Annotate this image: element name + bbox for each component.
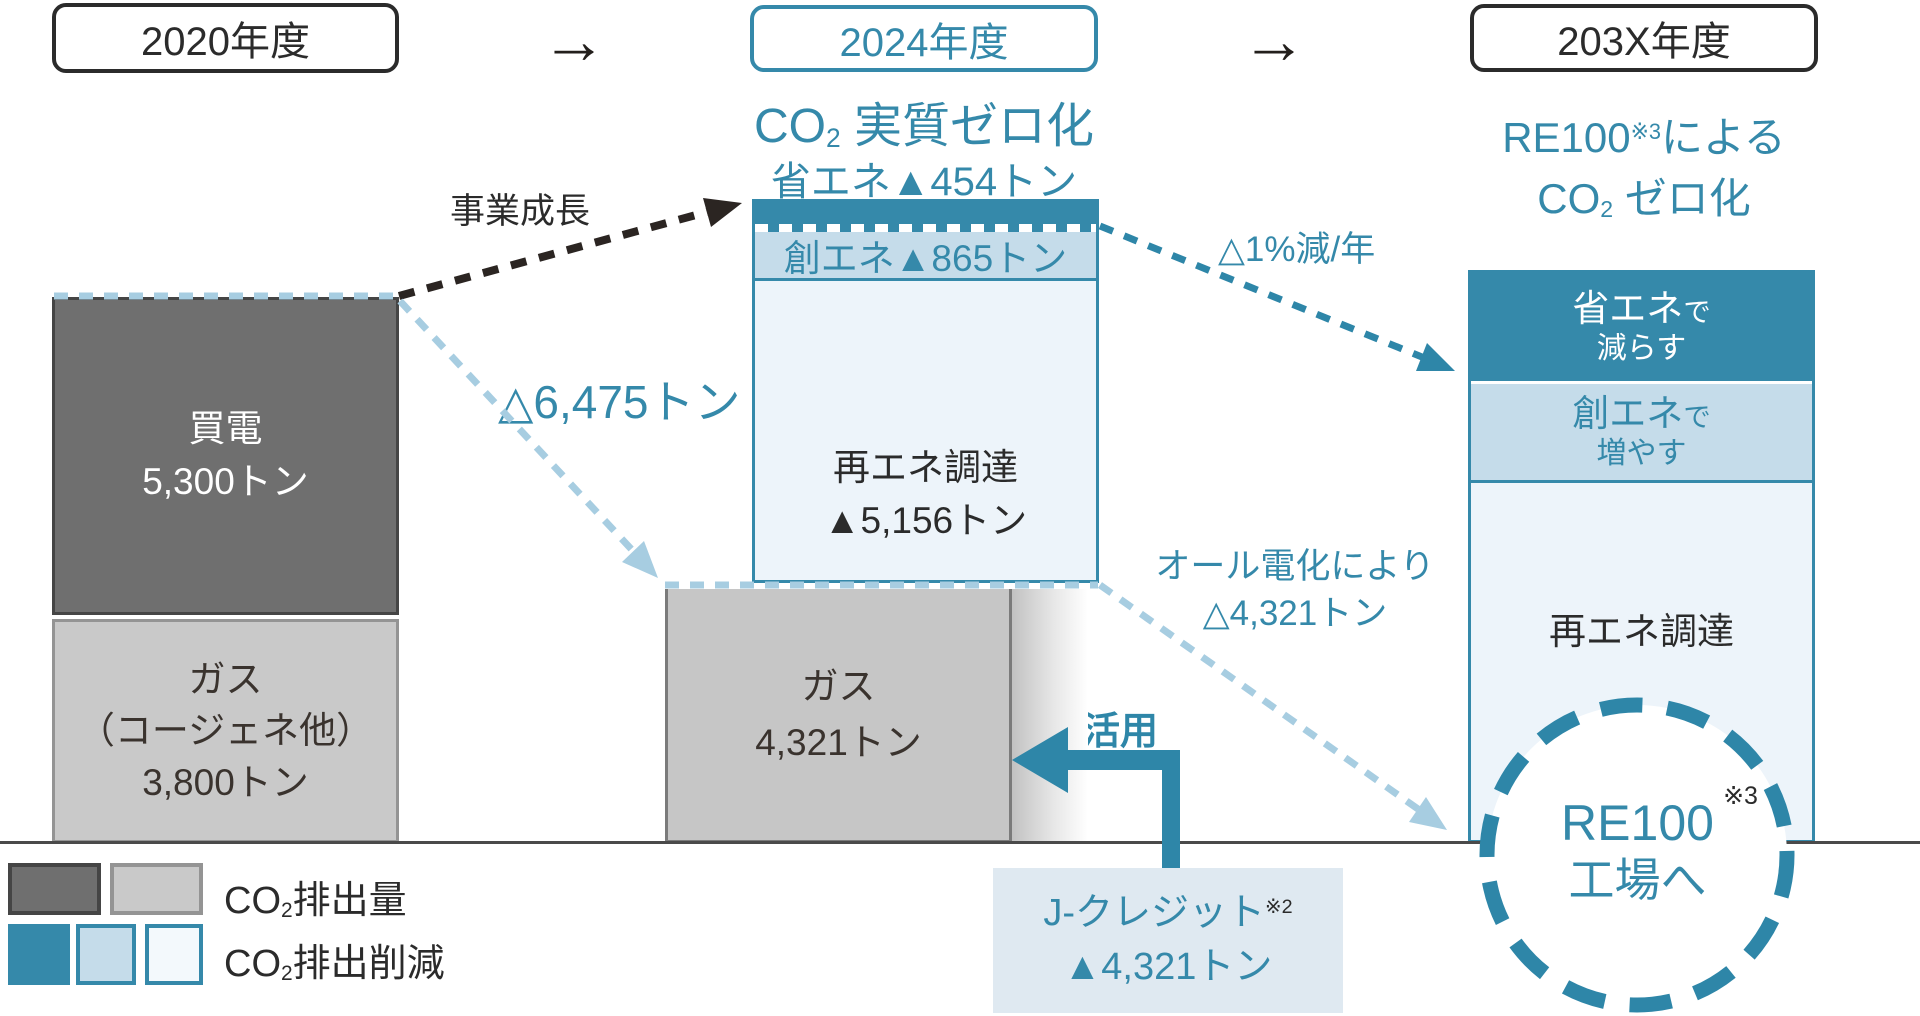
zero-text: ゼロ化 (1613, 174, 1751, 222)
arrowhead-business-growth (703, 198, 742, 227)
create-energy-label: 創エネ▲865トン (783, 238, 1068, 279)
re100-by-text: による (1661, 114, 1786, 161)
emissions-text: 排出量 (292, 880, 407, 922)
bar-2024-reduction: 創エネ▲865トン 再エネ調達 ▲5,156トン (752, 199, 1099, 583)
jcredit-value: ▲4,321トン (1063, 945, 1273, 988)
gas-cogen-note: （コージェネ他） (77, 710, 374, 752)
bar-2024-white-dashed-line (755, 224, 1096, 232)
purchased-power-value: 5,300トン (142, 461, 309, 502)
create-energy-203x-line1: 創エネで (1572, 392, 1710, 436)
arrowhead-all-electrification (1409, 797, 1447, 830)
renewable-procurement-203x-label: 再エネ調達 (1549, 611, 1734, 652)
jcredit-box: J-クレジット※2 ▲4,321トン (993, 868, 1343, 1013)
gas-value: 3,800トン (142, 761, 309, 803)
fiscal-year-box-2024: 2024年度 (750, 5, 1098, 72)
legend-label-emissions: CO2排出量 (224, 869, 407, 924)
bar-2024-gas: ガス 4,321トン (665, 589, 1012, 843)
re100-circle-footnote-mark: ※3 (1723, 781, 1758, 810)
label-reduction-1pct-per-year: △1%減/年 (1218, 230, 1376, 269)
bar-203x-renewable-segment: 再エネ調達 (1471, 483, 1812, 840)
jcredit-line1: J-クレジット※2 (1043, 887, 1292, 940)
bar-203x-energy-saving-segment: 省エネで 減らす (1471, 273, 1812, 381)
bar-2024-renewable-segment: 再エネ調達 ▲5,156トン (755, 281, 1096, 580)
bar-203x-white-divider (1471, 381, 1812, 384)
co2-subscript: 2 (281, 961, 293, 985)
gas-label: ガス (188, 659, 263, 701)
legend-swatch-dark-gray (8, 863, 101, 915)
bar-2020-purchased-power-segment: 買電 5,300トン (52, 297, 399, 615)
bar-2020: 買電 5,300トン ガス （コージェネ他） 3,800トン (52, 297, 399, 843)
fiscal-year-box-203x: 203X年度 (1470, 4, 1818, 72)
bar-2020-gas-segment: ガス （コージェネ他） 3,800トン (52, 619, 399, 843)
create-energy-particle: で (1683, 400, 1711, 432)
re100-text: RE100 (1502, 114, 1631, 161)
create-energy-203x-line2: 増やす (1596, 437, 1687, 471)
co2-text: CO (224, 880, 281, 922)
legend-swatch-teal (8, 924, 70, 985)
label-reduction-6475: △6,475トン (498, 376, 741, 428)
renewable-procurement-value: ▲5,156トン (823, 500, 1028, 542)
heading-re100-line2: CO2 ゼロ化 (1455, 169, 1833, 230)
all-electrification-line1: オール電化により (1155, 547, 1435, 586)
re100-footnote-mark: ※3 (1630, 118, 1662, 144)
co2-subscript: 2 (825, 122, 841, 153)
purchased-power-label: 買電 (188, 408, 263, 450)
label-utilize: 活用 (1082, 711, 1159, 753)
net-zero-text: 実質ゼロ化 (840, 100, 1095, 153)
legend-label-emission-reduction: CO2排出削減 (224, 932, 445, 987)
re100-circle-line1: RE100 ※3 (1561, 782, 1758, 853)
energy-saving-203x-line2: 減らす (1596, 332, 1687, 366)
fiscal-year-label-2024: 2024年度 (839, 20, 1009, 65)
fiscal-year-box-2020: 2020年度 (52, 3, 399, 73)
create-energy-main: 創エネ (1572, 392, 1684, 434)
renewable-procurement-label: 再エネ調達 (833, 446, 1018, 488)
co2-text: CO (1537, 174, 1601, 222)
bar-2024-energy-saving-strip (755, 202, 1096, 224)
arrowhead-reduction-6475 (622, 541, 658, 578)
co2-text: CO (224, 943, 281, 985)
co2-text: CO (753, 100, 826, 153)
energy-saving-main: 省エネ (1572, 287, 1684, 329)
heading-energy-saving-454: 省エネ▲454トン (770, 160, 1078, 204)
fiscal-year-label-2020: 2020年度 (141, 20, 310, 64)
co2-subscript: 2 (1600, 196, 1614, 223)
label-all-electrification: オール電化により △4,321トン (1119, 544, 1471, 637)
heading-re100-line1: RE100※3による (1455, 108, 1833, 169)
bar-203x-create-energy-segment: 創エネで 増やす (1471, 384, 1812, 480)
re100-circle-text: RE100 ※3 工場へ (1487, 700, 1788, 1001)
co2-subscript: 2 (281, 898, 293, 922)
heading-co2-net-zero: CO2 実質ゼロ化 (750, 86, 1098, 156)
re100-circle-title: RE100 (1561, 794, 1714, 851)
baseline-axis (0, 841, 1920, 844)
jcredit-footnote-mark: ※2 (1265, 896, 1293, 919)
fiscal-year-label-203x: 203X年度 (1557, 20, 1731, 64)
all-electrification-line2: △4,321トン (1202, 593, 1388, 633)
legend-swatch-light-blue (76, 924, 136, 985)
label-business-growth: 事業成長 (450, 192, 591, 231)
right-arrow-icon: → (541, 3, 607, 77)
arrowhead-1pct-per-year (1416, 343, 1455, 371)
legend-swatch-light-gray (110, 863, 203, 915)
energy-saving-203x-line1: 省エネで (1572, 287, 1710, 331)
bar-2024-teal-divider (755, 278, 1096, 281)
gas-2024-label: ガス (801, 666, 876, 707)
bar-2024-gas-fadeout (1012, 589, 1088, 842)
bar-2024-create-energy-segment: 創エネ▲865トン (755, 232, 1096, 279)
re100-circle-line2: 工場へ (1568, 853, 1707, 906)
energy-saving-particle: で (1683, 295, 1711, 327)
right-arrow-icon: → (1241, 3, 1307, 77)
jcredit-label: J-クレジット (1043, 892, 1266, 935)
emission-reduction-text: 排出削減 (292, 943, 445, 985)
bar-203x-teal-divider (1471, 480, 1812, 483)
legend-swatch-pale-blue (145, 924, 203, 985)
gas-2024-value: 4,321トン (755, 721, 922, 763)
heading-re100-co2-zero: RE100※3による CO2 ゼロ化 (1455, 108, 1833, 230)
